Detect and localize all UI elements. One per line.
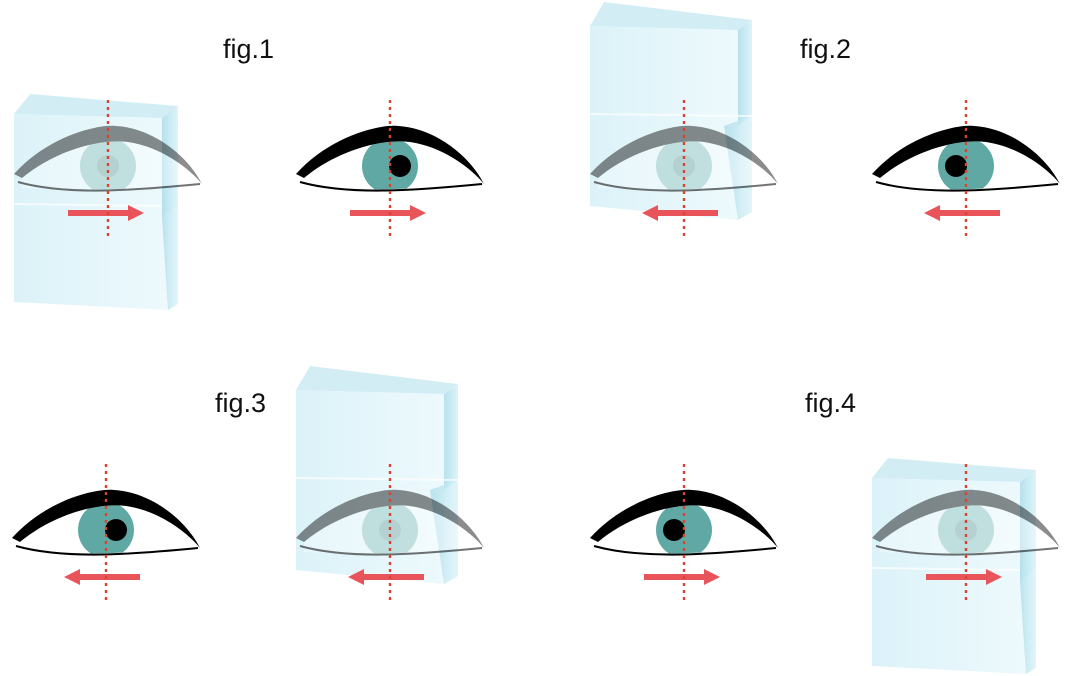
upper-lid — [14, 125, 202, 184]
fig-1-right-eye — [296, 100, 484, 236]
eye-white — [304, 505, 480, 554]
pupil — [389, 155, 411, 177]
lower-lid — [299, 545, 483, 556]
arrow-head-left — [642, 205, 658, 221]
lower-lid — [593, 181, 777, 192]
fig-4-right-eye — [871, 458, 1060, 674]
upper-lid — [296, 125, 484, 184]
fig-4-label: fig.4 — [805, 388, 856, 418]
eye-white — [598, 141, 774, 190]
lower-lid — [875, 545, 1059, 556]
upper-lid — [872, 489, 1060, 548]
prism-base-down — [13, 94, 178, 310]
upper-lid — [296, 489, 484, 548]
arrow-head-right — [410, 205, 426, 221]
fig-2-left-eye — [589, 2, 778, 236]
prism-base-face — [430, 480, 458, 584]
prism-side-face — [162, 106, 178, 218]
lower-lid — [15, 545, 199, 556]
prism-top-face — [872, 458, 1036, 482]
prism-base-up — [589, 2, 753, 220]
pupil — [105, 519, 127, 541]
prism-edge — [589, 113, 753, 117]
prism-side-face — [738, 20, 752, 126]
prism-edge — [295, 477, 459, 481]
pupil — [945, 155, 967, 177]
upper-lid — [590, 125, 778, 184]
fig-3-label: fig.3 — [215, 388, 266, 418]
prism-side-face — [1020, 470, 1036, 582]
prism-top-face — [14, 94, 178, 118]
lower-lid — [875, 181, 1059, 192]
fig-2-right-eye — [872, 100, 1060, 236]
prism-edge — [871, 567, 1021, 571]
prism-edge — [13, 203, 163, 207]
lower-lid — [593, 545, 777, 556]
upper-lid — [872, 125, 1060, 184]
arrow-head-left — [348, 569, 364, 585]
prism-base-face — [724, 116, 752, 220]
prism-top-face — [296, 366, 458, 394]
prism-side-face — [444, 384, 458, 490]
prism-base-up — [295, 366, 459, 584]
fig-4-left-eye — [590, 464, 778, 600]
fig-1-left-eye — [13, 94, 202, 310]
arrow-head-right — [704, 569, 720, 585]
arrow-head-right — [128, 205, 144, 221]
eye-white — [22, 141, 198, 190]
prism-base-face — [162, 206, 178, 310]
fig-1-label: fig.1 — [223, 34, 274, 64]
arrow-head-right — [986, 569, 1002, 585]
prism-top-face — [590, 2, 752, 30]
upper-lid — [12, 489, 200, 548]
upper-lid — [590, 489, 778, 548]
prism-base-down — [871, 458, 1036, 674]
fig-3-left-eye — [12, 464, 200, 600]
lower-lid — [299, 181, 483, 192]
pupil — [663, 519, 685, 541]
fig-3-right-eye — [295, 366, 484, 600]
fig-2-label: fig.2 — [800, 34, 851, 64]
prism-base-face — [1020, 570, 1036, 674]
arrow-head-left — [924, 205, 940, 221]
arrow-head-left — [64, 569, 80, 585]
prism-front-face — [296, 390, 444, 584]
lower-lid — [17, 181, 201, 192]
eye-white — [880, 505, 1056, 554]
prism-front-face — [590, 26, 738, 220]
